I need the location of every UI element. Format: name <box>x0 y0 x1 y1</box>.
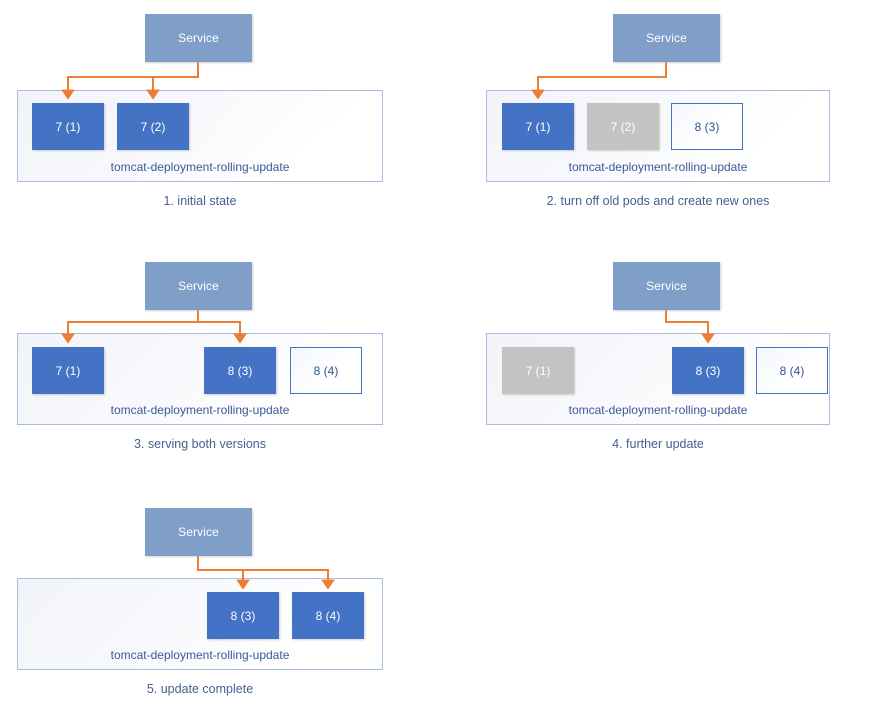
deployment-name-label: tomcat-deployment-rolling-update <box>110 648 290 662</box>
pod-8-4: 8 (4) <box>756 347 828 394</box>
pod-8-3: 8 (3) <box>207 592 279 639</box>
service-label: Service <box>178 525 219 539</box>
service-label: Service <box>646 279 687 293</box>
panel-caption: 1. initial state <box>163 194 237 208</box>
pod-8-3: 8 (3) <box>672 347 744 394</box>
deployment-name-label: tomcat-deployment-rolling-update <box>568 160 748 174</box>
pod-7-1: 7 (1) <box>32 347 104 394</box>
pod-label: 8 (3) <box>230 608 256 623</box>
panel-caption: 4. further update <box>612 437 704 451</box>
deployment-name-label: tomcat-deployment-rolling-update <box>110 160 290 174</box>
pod-8-4: 8 (4) <box>292 592 364 639</box>
service-label: Service <box>646 31 687 45</box>
deployment-name-label: tomcat-deployment-rolling-update <box>568 403 748 417</box>
panel-caption: 3. serving both versions <box>133 437 266 451</box>
pod-label: 7 (2) <box>140 119 166 134</box>
service-node: Service <box>613 14 720 62</box>
pod-label: 8 (3) <box>695 363 721 378</box>
pod-label: 8 (4) <box>313 363 339 378</box>
pod-label: 7 (1) <box>55 363 81 378</box>
pod-label: 7 (2) <box>610 119 636 134</box>
deployment-name-label: tomcat-deployment-rolling-update <box>110 403 290 417</box>
pod-8-4: 8 (4) <box>290 347 362 394</box>
service-node: Service <box>613 262 720 310</box>
pod-label: 8 (4) <box>315 608 341 623</box>
pod-7-2: 7 (2) <box>117 103 189 150</box>
service-node: Service <box>145 508 252 556</box>
pod-7-1: 7 (1) <box>32 103 104 150</box>
pod-label: 8 (3) <box>227 363 253 378</box>
panel-caption: 5. update complete <box>146 682 254 696</box>
pod-8-3: 8 (3) <box>204 347 276 394</box>
pod-7-2: 7 (2) <box>587 103 659 150</box>
pod-7-1: 7 (1) <box>502 347 574 394</box>
pod-label: 7 (1) <box>525 119 551 134</box>
panel-caption: 2. turn off old pods and create new ones <box>546 194 770 208</box>
service-label: Service <box>178 31 219 45</box>
pod-label: 8 (4) <box>779 363 805 378</box>
pod-label: 7 (1) <box>55 119 81 134</box>
pod-8-3: 8 (3) <box>671 103 743 150</box>
service-node: Service <box>145 262 252 310</box>
pod-label: 7 (1) <box>525 363 551 378</box>
service-node: Service <box>145 14 252 62</box>
service-label: Service <box>178 279 219 293</box>
pod-7-1: 7 (1) <box>502 103 574 150</box>
pod-label: 8 (3) <box>694 119 720 134</box>
